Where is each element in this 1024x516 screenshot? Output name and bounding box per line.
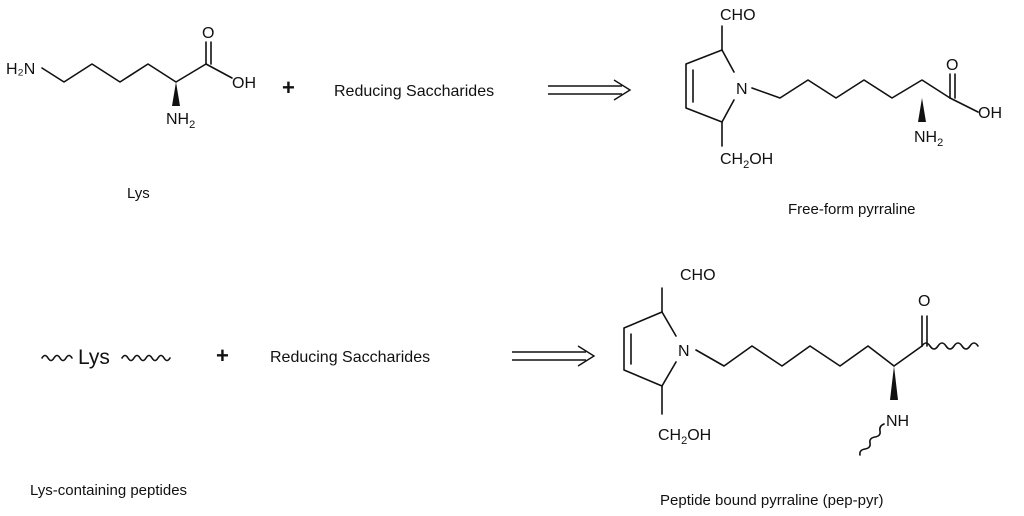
peptide-caption: Lys-containing peptides [30,482,187,499]
pyrraline-ring-left [685,49,723,123]
reagent-label-2: Reducing Saccharides [270,349,430,366]
pyrraline-structure: CHO N CH2OH O OH NH2 [685,7,1002,171]
reaction-arrow-1 [548,79,632,101]
pep-pyr-aldehyde-label: CHO [680,267,716,284]
pep-pyr-carbonyl-o: O [918,293,930,310]
pyrraline-alpha-amine: NH2 [914,129,943,149]
pyrraline-caption: Free-form pyrraline [788,201,916,218]
reaction-arrow-2 [512,345,596,367]
lys-amino-label: H₂N [6,61,35,78]
pyrraline-ring-n-top [721,49,735,73]
pep-pyr-chain-bonds [695,345,923,367]
lys-caption: Lys [127,185,150,202]
pep-pyr-amide-nh: NH [886,413,909,430]
pyrraline-ring-nitrogen: N [736,81,748,98]
lys-wedge-bond [172,82,180,106]
pep-pyr-structure: CHO N CH2OH O NH [623,267,979,456]
lys-carbonyl-o: O [202,25,214,42]
pyrraline-carbonyl-o: O [946,57,958,74]
pep-pyr-c-terminal-wavy-bond [921,342,979,350]
pep-pyr-caption: Peptide bound pyrraline (pep-pyr) [660,492,883,509]
peptide-lys-label: Lys [78,346,110,369]
plus-sign-1: + [282,75,295,100]
peptide-left-wavy-bond [41,354,73,362]
pep-pyr-n-terminal-wavy-bond [859,423,885,456]
pep-pyr-hydroxymethyl-label: CH2OH [658,427,711,447]
peptide-right-wavy-bond [121,354,171,362]
pyrraline-hydroxymethyl-label: CH2OH [720,151,773,171]
pyrraline-chain-bonds [751,79,951,99]
pep-pyr-ring-left [623,311,663,387]
lys-alpha-amine: NH2 [166,111,195,131]
plus-sign-2: + [216,343,229,368]
pep-pyr-ring-n-bottom [661,361,677,387]
pep-pyr-wedge-bond [890,366,898,400]
lys-hydroxyl-label: OH [232,75,256,92]
lys-chain-bonds [41,63,207,83]
pyrraline-hydroxyl-label: OH [978,105,1002,122]
reagent-label-1: Reducing Saccharides [334,83,494,100]
pyrraline-ring-n-bottom [721,99,735,123]
pyrraline-hydroxyl-bond [949,97,979,113]
pep-pyr-ring-nitrogen: N [678,343,690,360]
pep-pyr-ring-n-top [661,311,677,337]
lysine-structure: H₂N O OH NH2 [6,25,256,131]
pyrraline-aldehyde-label: CHO [720,7,756,24]
lys-peptide-reactant: Lys [41,346,171,369]
pyrraline-wedge-bond [918,98,926,122]
lys-hydroxyl-bond [205,63,233,79]
